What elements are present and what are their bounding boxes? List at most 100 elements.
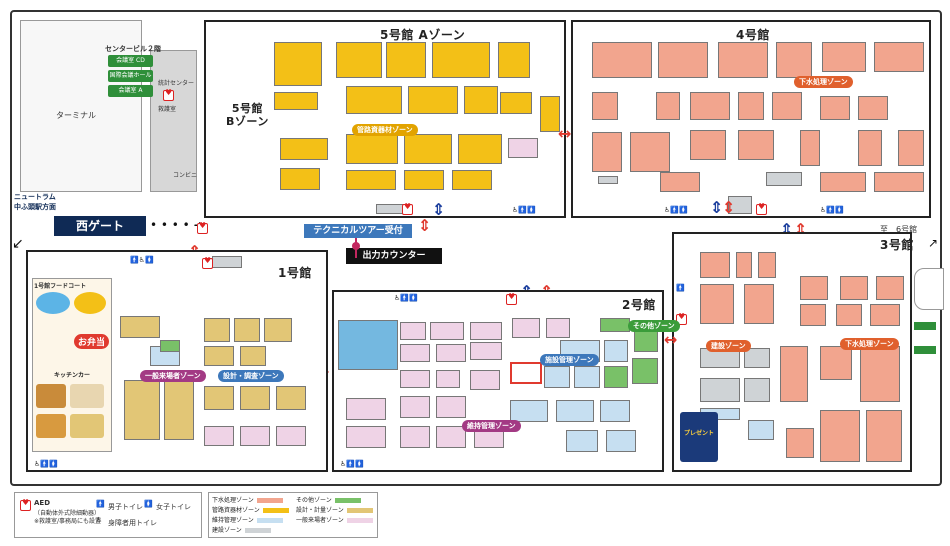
booth[interactable] [574,366,600,388]
booth[interactable] [540,96,560,132]
booth[interactable] [404,170,444,190]
highlight-booth[interactable] [510,362,542,384]
booth[interactable] [820,410,860,462]
booth[interactable] [436,344,466,362]
booth[interactable] [164,380,194,440]
booth[interactable] [120,316,160,338]
booth[interactable] [632,358,658,384]
booth[interactable] [630,132,670,172]
booth[interactable] [404,134,452,164]
booth[interactable] [718,42,768,78]
booth[interactable] [240,426,270,446]
booth[interactable] [566,430,598,452]
booth[interactable] [240,346,266,366]
booth[interactable] [280,138,328,160]
booth[interactable] [430,322,464,340]
booth[interactable] [546,318,570,338]
booth[interactable] [470,322,502,340]
booth[interactable] [874,172,924,192]
booth[interactable] [736,252,752,278]
booth[interactable] [436,426,466,448]
booth[interactable] [776,42,812,78]
booth[interactable] [464,86,498,114]
meeting-room-cd[interactable]: 会議室 CD [108,55,153,67]
booth[interactable] [592,132,622,172]
booth[interactable] [432,42,490,78]
booth[interactable] [234,318,260,342]
booth[interactable] [634,330,658,352]
booth[interactable] [510,400,548,422]
booth[interactable] [786,428,814,458]
booth[interactable] [338,320,398,370]
booth[interactable] [738,130,774,160]
booth[interactable] [604,366,628,388]
booth[interactable] [204,386,234,410]
booth[interactable] [600,400,630,422]
booth[interactable] [458,134,502,164]
booth[interactable] [820,96,850,120]
booth[interactable] [836,304,862,326]
booth[interactable] [204,426,234,446]
booth[interactable] [800,130,820,166]
booth[interactable] [606,430,636,452]
promo-banner[interactable] [680,412,718,462]
booth[interactable] [758,252,776,278]
booth[interactable] [744,284,774,324]
booth[interactable] [898,130,924,166]
booth[interactable] [822,42,866,72]
booth[interactable] [512,318,540,338]
booth[interactable] [820,172,866,192]
booth[interactable] [766,172,802,186]
booth[interactable] [658,42,708,78]
booth[interactable] [400,370,430,388]
booth[interactable] [508,138,538,158]
booth[interactable] [738,92,764,120]
meeting-room-a[interactable]: 会議室 A [108,85,153,97]
west-gate[interactable]: 西ゲート [54,216,146,236]
booth[interactable] [744,378,770,402]
booth[interactable] [436,370,460,388]
booth[interactable] [700,252,730,278]
booth[interactable] [436,396,466,418]
booth[interactable] [276,426,306,446]
booth[interactable] [212,256,242,268]
booth[interactable] [592,92,618,120]
booth[interactable] [346,170,396,190]
booth[interactable] [346,134,398,164]
booth[interactable] [876,276,904,300]
booth[interactable] [860,346,900,402]
booth[interactable] [556,400,594,422]
booth[interactable] [274,42,322,86]
booth[interactable] [544,366,570,388]
booth[interactable] [408,86,458,114]
booth[interactable] [336,42,382,78]
output-counter[interactable]: 出力カウンター [346,248,442,264]
booth[interactable] [858,96,888,120]
booth[interactable] [874,42,924,72]
booth[interactable] [400,344,430,362]
booth[interactable] [598,176,618,184]
booth[interactable] [660,172,700,192]
booth[interactable] [498,42,530,78]
booth[interactable] [870,304,900,326]
intl-hall[interactable]: 国際会議ホール [108,70,153,82]
booth[interactable] [204,346,234,366]
booth[interactable] [840,276,868,300]
booth[interactable] [470,342,502,360]
booth[interactable] [866,410,902,462]
booth[interactable] [240,386,270,410]
booth[interactable] [700,284,734,324]
booth[interactable] [400,396,430,418]
booth[interactable] [274,92,318,110]
booth[interactable] [800,304,826,326]
booth[interactable] [346,398,386,420]
booth[interactable] [600,318,630,332]
booth[interactable] [124,380,160,440]
booth[interactable] [346,426,386,448]
booth[interactable] [400,322,426,340]
booth[interactable] [452,170,492,190]
booth[interactable] [160,340,180,352]
booth[interactable] [276,386,306,410]
booth[interactable] [820,346,852,380]
booth[interactable] [800,276,828,300]
